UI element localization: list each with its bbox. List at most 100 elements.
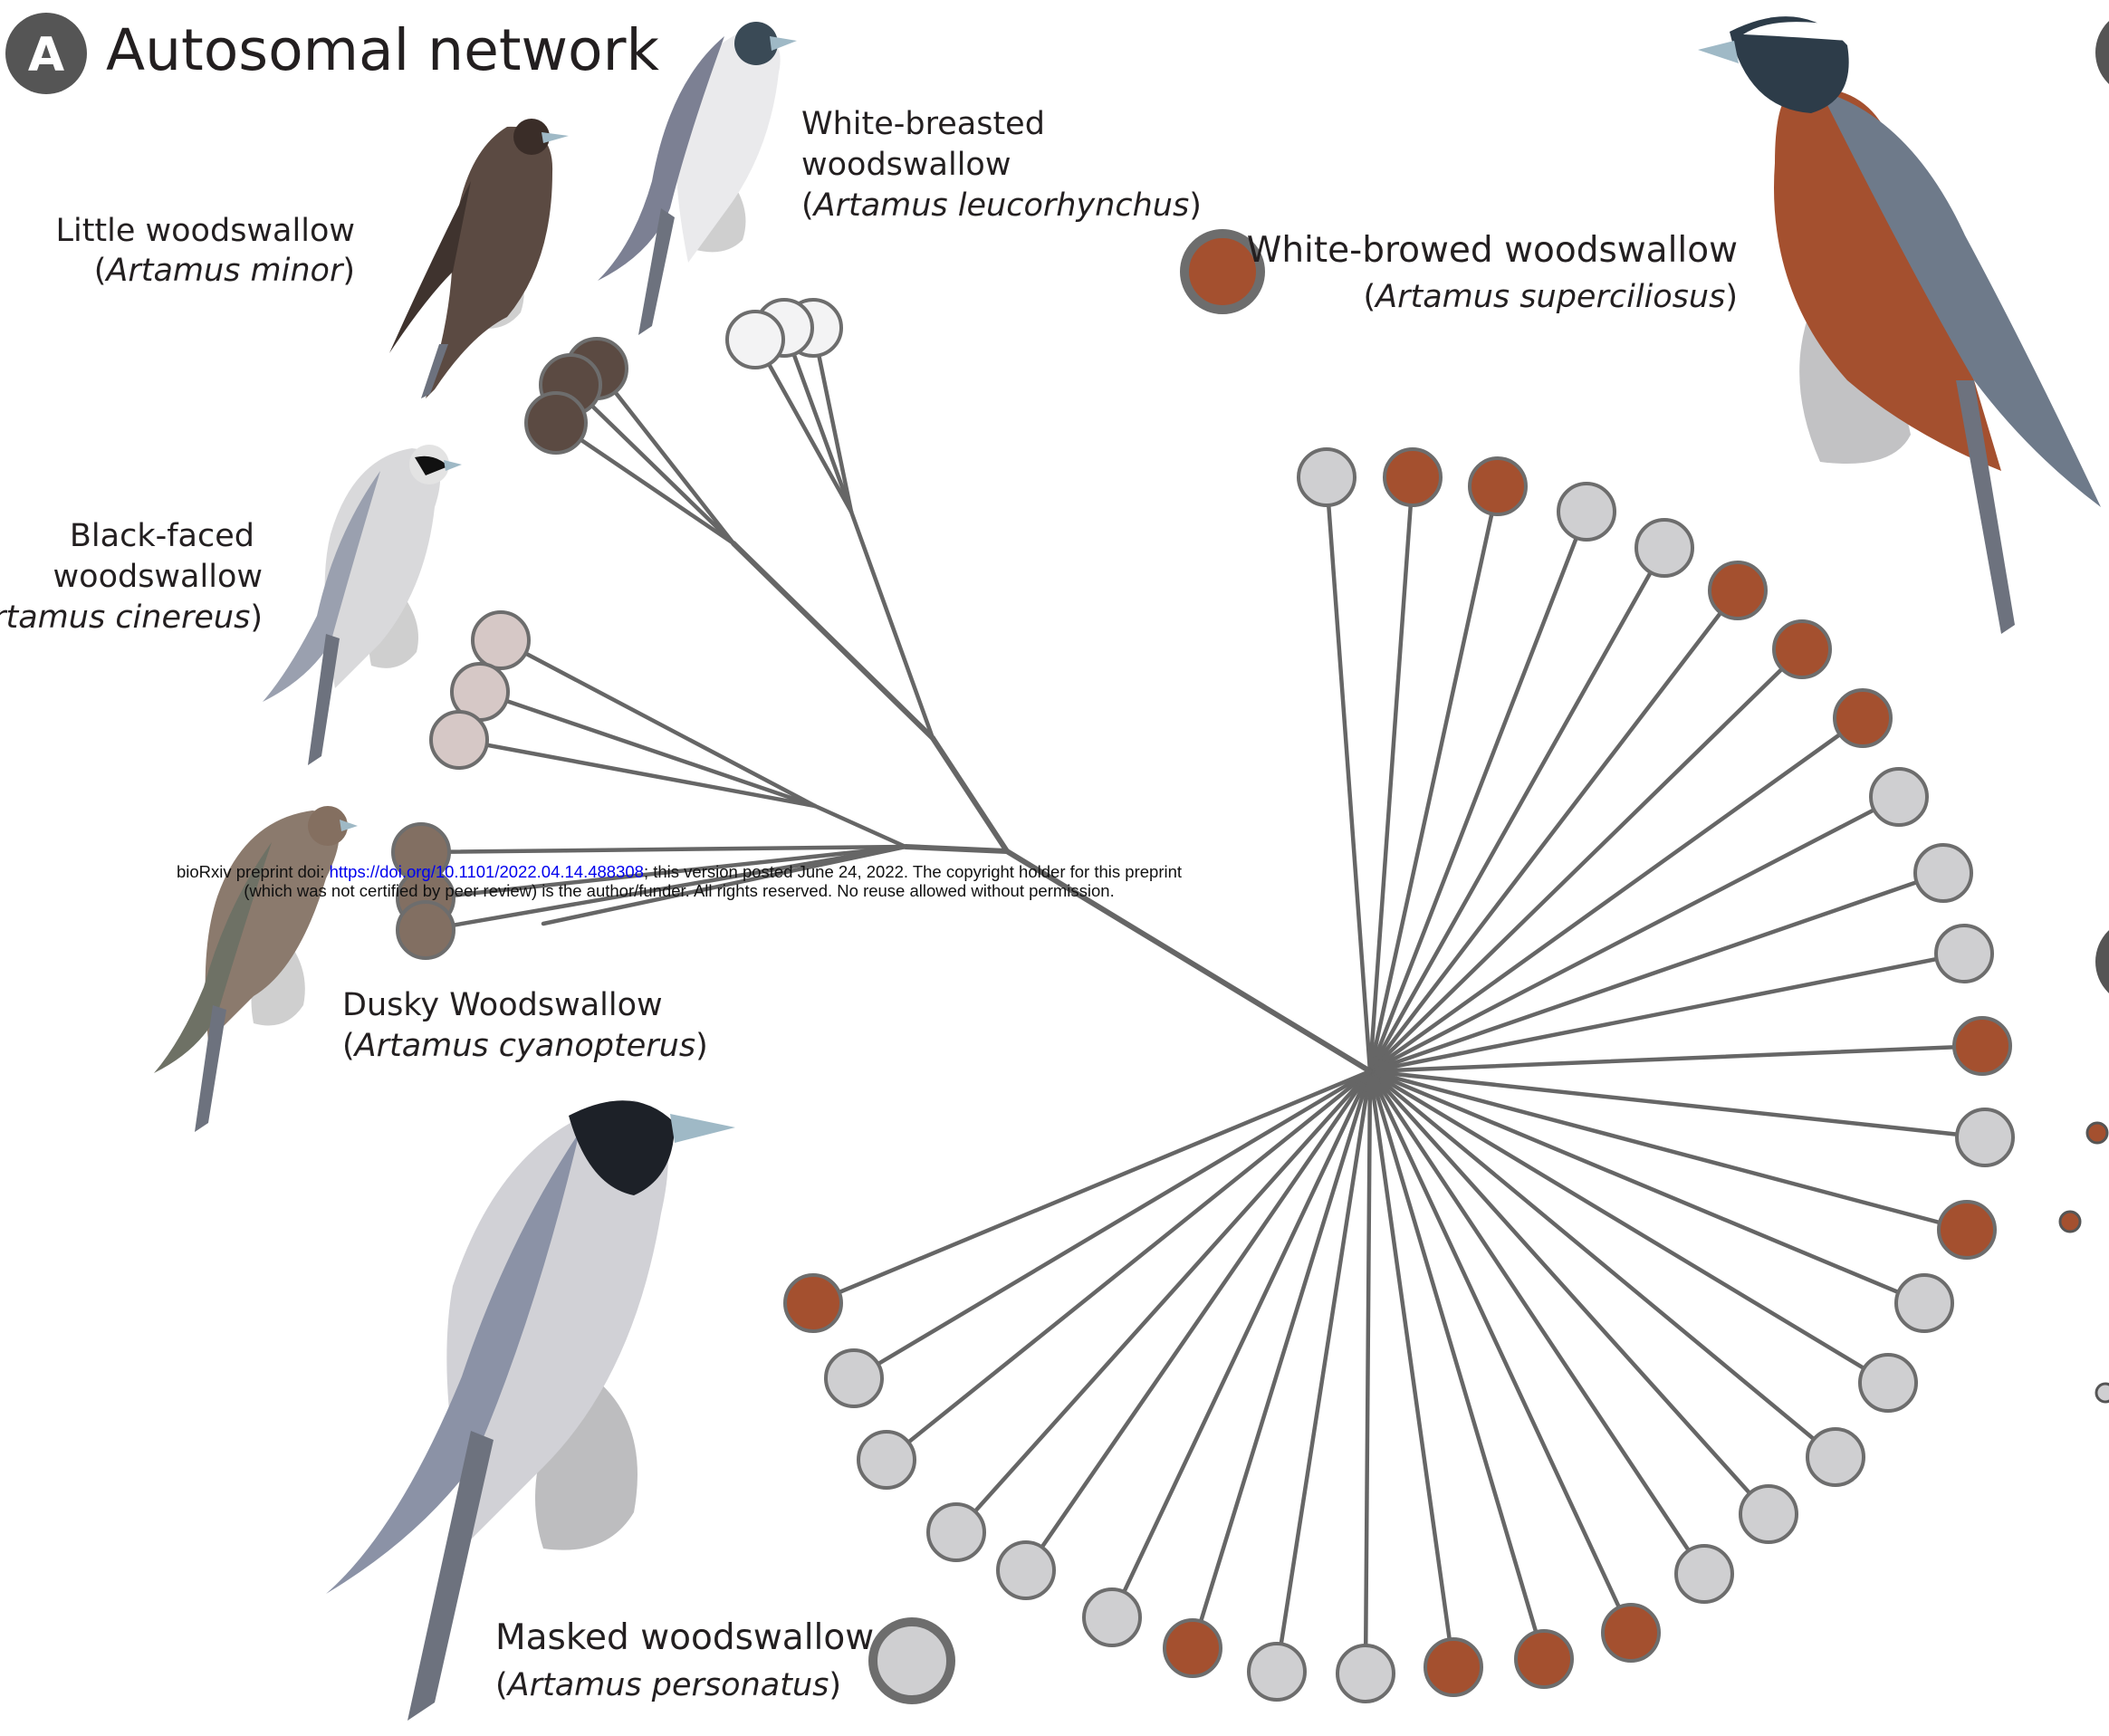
legend-white-browed-woodswallow: White-browed woodswallow (Artamus superc… — [1184, 230, 1738, 315]
label-common-name: Black-faced — [70, 518, 254, 554]
svg-text:(Artamus leucorhynchus): (Artamus leucorhynchus) — [801, 187, 1202, 224]
sample-node-artamus-personatus — [1558, 484, 1615, 540]
svg-text:(Artamus cyanopterus): (Artamus cyanopterus) — [342, 1028, 708, 1064]
network-edge — [1026, 1071, 1370, 1570]
label-common-name: Little woodswallow — [55, 213, 355, 249]
watermark-line-1: bioRxiv preprint doi: https://doi.org/10… — [0, 862, 1358, 881]
network-edge — [851, 512, 933, 738]
sample-node-artamus-superciliosus — [785, 1275, 841, 1331]
sample-node-artamus-personatus — [1636, 520, 1692, 576]
sample-node-artamus-personatus — [1337, 1645, 1394, 1702]
label-dusky-woodswallow: Dusky Woodswallow (Artamus cyanopterus) — [342, 987, 708, 1064]
network-edge — [933, 738, 1007, 851]
label-latin-name: Artamus cyanopterus — [353, 1028, 695, 1064]
panel-letter: A — [28, 28, 64, 82]
sample-node-artamus-personatus — [1084, 1589, 1140, 1645]
panel-title: Autosomal network — [106, 17, 660, 83]
sample-node-artamus-personatus — [1676, 1546, 1732, 1602]
network-edge — [1366, 1071, 1370, 1674]
sample-node-artamus-superciliosus — [1470, 458, 1526, 514]
sample-node-artamus-personatus — [1860, 1355, 1916, 1411]
network-edge — [1370, 718, 1863, 1071]
network-edge — [1112, 1071, 1370, 1617]
network-edge — [1370, 590, 1738, 1071]
next-panel-badge-edge-2 — [2095, 918, 2109, 1005]
label-little-woodswallow: Little woodswallow (Artamus minor) — [55, 213, 355, 289]
label-common-name: Dusky Woodswallow — [342, 987, 663, 1023]
panel-header: A Autosomal network — [5, 13, 660, 94]
sample-node-artamus-superciliosus — [1425, 1639, 1481, 1695]
svg-text:(Artamus minor): (Artamus minor) — [94, 253, 355, 289]
sample-node-artamus-superciliosus — [1774, 621, 1830, 677]
label-common-name: woodswallow — [801, 147, 1011, 183]
legend-masked-woodswallow: Masked woodswallow (Artamus personatus) — [495, 1617, 951, 1703]
sample-node-artamus-personatus — [1957, 1109, 2013, 1165]
network-edge — [1370, 1071, 1836, 1457]
next-panel-badge-edge — [2095, 9, 2109, 96]
svg-text:(Artamus cinereus): (Artamus cinereus) — [0, 599, 263, 636]
legend-swatch-personatus — [873, 1622, 951, 1700]
label-latin-name: Artamus cinereus — [0, 599, 250, 636]
next-panel-node-edge — [2096, 1384, 2109, 1402]
label-common-name: Masked woodswallow — [495, 1617, 874, 1658]
sample-node-artamus-personatus — [1249, 1644, 1305, 1700]
sample-node-artamus-personatus — [1740, 1486, 1797, 1542]
network-edge — [1370, 1071, 1924, 1303]
label-latin-name: Artamus minor — [104, 253, 345, 289]
network-edge — [1370, 954, 1964, 1071]
next-panel-node-edge — [2060, 1212, 2080, 1232]
sample-node-artamus-superciliosus — [1165, 1620, 1221, 1676]
network-edge — [459, 740, 815, 806]
dusky-woodswallow-illustration — [154, 806, 358, 1132]
sample-node-artamus-superciliosus — [1954, 1018, 2010, 1074]
next-panel-node-edge — [2087, 1123, 2107, 1143]
network-edge — [815, 806, 906, 847]
network-edge — [854, 1071, 1370, 1378]
sample-node-artamus-personatus — [998, 1542, 1054, 1598]
network-edge — [556, 423, 733, 543]
sample-node-artamus-leucorhynchus — [727, 312, 783, 368]
sample-node-artamus-cyanopterus — [398, 902, 454, 958]
network-edge — [1370, 649, 1802, 1071]
watermark-line-2: (which was not certified by peer review)… — [0, 881, 1358, 900]
label-white-breasted-woodswallow: White-breasted woodswallow (Artamus leuc… — [801, 106, 1202, 224]
sample-node-artamus-personatus — [1871, 769, 1927, 825]
sample-node-artamus-personatus — [1299, 449, 1355, 505]
label-common-name: woodswallow — [53, 559, 263, 595]
sample-node-artamus-superciliosus — [1835, 690, 1891, 746]
sample-node-artamus-superciliosus — [1603, 1605, 1659, 1661]
svg-text:(Artamus superciliosus): (Artamus superciliosus) — [1364, 279, 1739, 315]
network-edge — [1370, 1071, 1769, 1514]
svg-text:(Artamus personatus): (Artamus personatus) — [495, 1667, 841, 1703]
network-edge — [906, 847, 1007, 851]
network-edge — [570, 385, 733, 543]
little-woodswallow-illustration — [389, 119, 569, 398]
sample-node-artamus-personatus — [858, 1432, 915, 1488]
network-edge — [501, 640, 815, 806]
doi-link[interactable]: https://doi.org/10.1101/2022.04.14.48830… — [330, 862, 644, 881]
sample-node-artamus-superciliosus — [1385, 449, 1441, 505]
sample-node-artamus-superciliosus — [1516, 1631, 1572, 1687]
label-black-faced-woodswallow: Black-faced woodswallow (Artamus cinereu… — [0, 518, 263, 636]
network-edge — [480, 692, 815, 806]
sample-node-artamus-personatus — [1896, 1275, 1952, 1331]
sample-node-artamus-personatus — [928, 1504, 984, 1560]
sample-node-artamus-cinereus — [473, 612, 529, 668]
label-common-name: White-browed woodswallow — [1247, 230, 1738, 271]
black-faced-woodswallow-illustration — [263, 445, 462, 765]
sample-node-artamus-superciliosus — [1939, 1202, 1995, 1258]
network-edge — [813, 1071, 1370, 1303]
sample-node-artamus-personatus — [826, 1350, 882, 1406]
sample-node-artamus-personatus — [1936, 926, 1992, 982]
network-edge — [597, 369, 733, 543]
network-edge — [887, 1071, 1370, 1460]
sample-node-artamus-personatus — [1915, 845, 1971, 901]
label-latin-name: Artamus leucorhynchus — [812, 187, 1190, 224]
sample-node-artamus-cinereus — [431, 712, 487, 768]
sample-node-artamus-superciliosus — [1710, 562, 1766, 619]
label-latin-name: Artamus personatus — [506, 1667, 829, 1703]
label-common-name: White-breasted — [801, 106, 1045, 142]
network-edge — [1370, 1046, 1982, 1071]
network-edge — [1193, 1071, 1370, 1648]
white-browed-woodswallow-illustration — [1698, 16, 2101, 634]
